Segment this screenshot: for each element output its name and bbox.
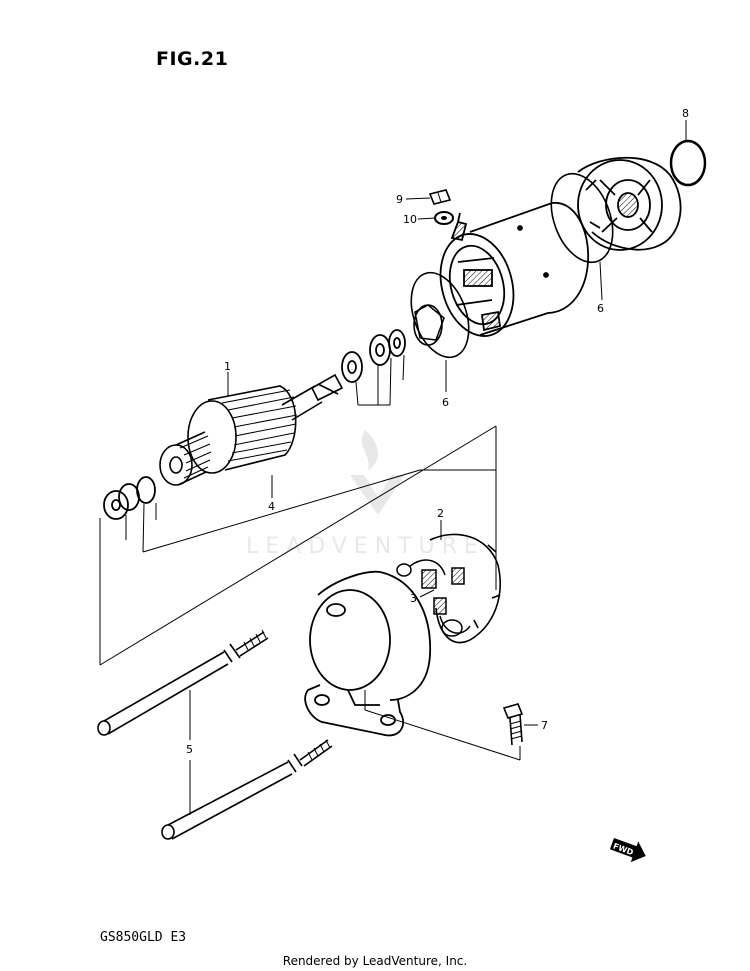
part-7-screw	[502, 703, 524, 746]
part-6-seal-ring-front	[410, 271, 470, 359]
front-cover	[304, 570, 431, 737]
leader-lines	[99, 120, 687, 815]
callout-7: 7	[541, 719, 548, 732]
yoke-housing	[439, 202, 589, 337]
fwd-label: FWD	[612, 842, 635, 858]
callout-5: 5	[186, 743, 193, 756]
part-3-brush-holder	[396, 559, 471, 637]
rear-end-cover	[577, 156, 682, 251]
shaft-washers-upper	[341, 329, 406, 383]
model-code: GS850GLD E3	[100, 930, 187, 945]
callout-9: 9	[396, 193, 403, 206]
part-1-armature	[159, 373, 344, 486]
shaft-washers-lower	[103, 476, 156, 520]
part-5-through-bolt-upper	[97, 629, 269, 736]
part-2-brush-plate	[429, 533, 501, 644]
callout-10: 10	[403, 213, 417, 226]
watermark: LEADVENTURE	[246, 430, 485, 559]
part-6-seal-ring-rear	[550, 172, 614, 264]
part-5-through-bolt-lower	[161, 739, 333, 840]
figure-title: FIG.21	[156, 48, 229, 70]
callout-1: 1	[224, 360, 231, 373]
callout-6-lower: 6	[442, 396, 449, 409]
watermark-text: LEADVENTURE	[246, 534, 485, 559]
fwd-arrow-icon: FWD	[609, 838, 646, 863]
footer-credit: Rendered by LeadVenture, Inc.	[282, 954, 468, 968]
callout-3: 3	[410, 592, 417, 605]
callout-8: 8	[682, 107, 689, 120]
part-9-nut	[428, 189, 452, 205]
callout-4: 4	[268, 500, 275, 513]
part-10-washer	[434, 211, 454, 225]
part-8-o-ring	[669, 139, 707, 187]
callout-2: 2	[437, 507, 444, 520]
callout-6-upper: 6	[597, 302, 604, 315]
